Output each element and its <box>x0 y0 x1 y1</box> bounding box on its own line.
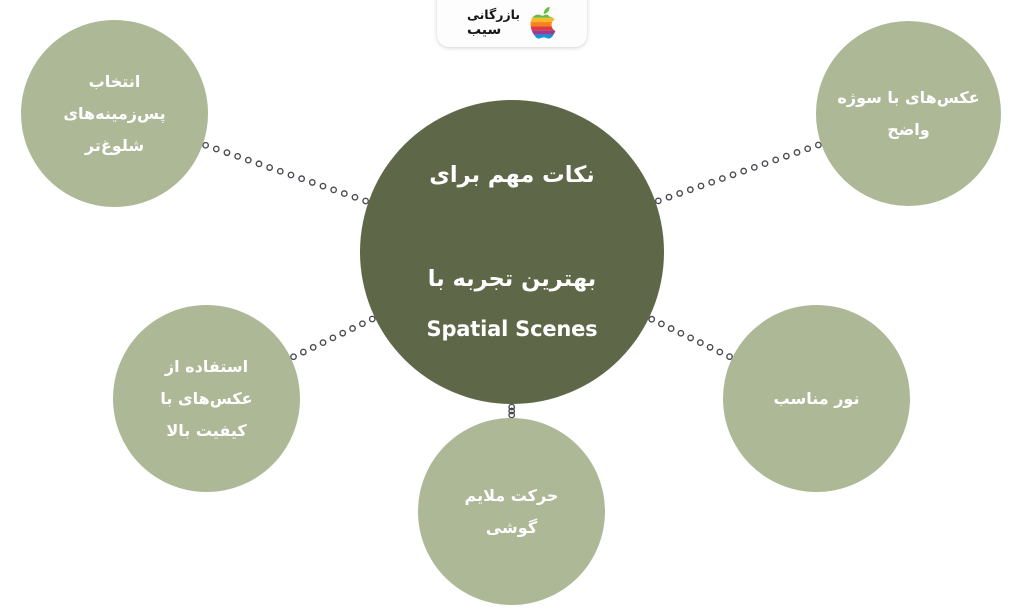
connector-dot <box>654 197 662 205</box>
connector-dot <box>329 334 337 342</box>
apple-leaf <box>543 6 550 14</box>
connector-dot <box>202 141 210 149</box>
connector-dot <box>761 160 769 168</box>
connector-dot <box>244 156 252 164</box>
connector-dot <box>508 407 516 415</box>
connector-dot <box>686 186 694 194</box>
node-clear-subject-photos: عکس‌های با سوژه واضح <box>816 21 1001 206</box>
connector-dot <box>340 190 348 197</box>
connector-dot <box>677 329 685 337</box>
node-busier-backgrounds-label: انتخاب پس‌زمینه‌های شلوغ‌تر <box>63 71 166 155</box>
connector-dot <box>290 353 297 361</box>
connector-dot <box>351 193 359 201</box>
connector-dot <box>708 178 716 186</box>
connector-dot <box>266 164 274 171</box>
connector-dot <box>665 193 673 201</box>
connector-dot <box>697 182 705 190</box>
connector-dot <box>696 339 704 347</box>
connector-dot <box>319 182 327 190</box>
connector-dot <box>223 149 231 157</box>
connector-dot <box>804 145 812 153</box>
connector-dot <box>740 167 748 175</box>
brand-logo-card[interactable]: بازرگانی سیب <box>437 0 587 47</box>
node-busier-backgrounds: انتخاب پس‌زمینه‌های شلوغ‌تر <box>21 20 208 207</box>
node-high-quality-photos-label: استفاده از عکس‌های با کیفیت بالا <box>160 356 253 440</box>
node-high-quality-photos: استفاده از عکس‌های با کیفیت بالا <box>113 305 300 492</box>
apple-rainbow-stripes <box>530 14 556 39</box>
connector-dot <box>793 149 801 156</box>
connector-dot <box>212 145 220 153</box>
node-center-label: نکات مهم برای بهترین تجربه با Spatial Sc… <box>417 98 608 405</box>
center-line-1: نکات مهم برای <box>429 162 595 189</box>
connector-dot <box>667 325 675 332</box>
node-proper-lighting: نور مناسب <box>723 305 910 492</box>
node-gentle-phone-motion: حرکت ملایم گوشی <box>418 418 605 605</box>
connector-dot <box>309 343 317 351</box>
connector-dot <box>676 190 684 197</box>
connector-dot <box>339 329 347 337</box>
brand-wordmark: بازرگانی سیب <box>466 6 521 39</box>
connector-dot <box>718 175 726 182</box>
connector-dot <box>330 186 338 194</box>
connector-dot <box>276 167 284 175</box>
connector-dot <box>772 156 780 164</box>
connector-dot <box>358 320 366 328</box>
node-center-topic: نکات مهم برای بهترین تجربه با Spatial Sc… <box>360 100 664 404</box>
connector-dot <box>508 411 516 419</box>
connector-dot <box>658 320 665 328</box>
node-gentle-phone-motion-label: حرکت ملایم گوشی <box>464 485 559 537</box>
connector-dot <box>298 175 306 183</box>
connector-dot <box>234 152 242 160</box>
brand-name-line2: سیب <box>466 22 502 39</box>
connector-dot <box>255 160 263 168</box>
connector-dot <box>287 171 295 179</box>
center-line-latin: Spatial Scenes <box>426 317 598 342</box>
connector-dot <box>319 339 327 347</box>
rainbow-apple-icon <box>530 6 556 39</box>
brand-name-line1: بازرگانی <box>466 6 521 22</box>
connector-dot <box>648 315 656 323</box>
connector-dot <box>782 152 790 160</box>
node-proper-lighting-label: نور مناسب <box>773 388 860 408</box>
connector-dot <box>729 171 737 179</box>
connector-dot <box>299 348 307 356</box>
node-clear-subject-photos-label: عکس‌های با سوژه واضح <box>837 87 980 139</box>
connector-dot <box>716 348 724 356</box>
connector-dot <box>687 334 695 342</box>
brand-logo-inner: بازرگانی سیب <box>467 4 557 42</box>
connector-dot <box>349 325 356 332</box>
connector-dot <box>706 343 714 351</box>
connector-dot <box>750 163 758 171</box>
connector-dot <box>308 179 316 186</box>
center-line-2: بهترین تجربه با <box>427 265 597 292</box>
